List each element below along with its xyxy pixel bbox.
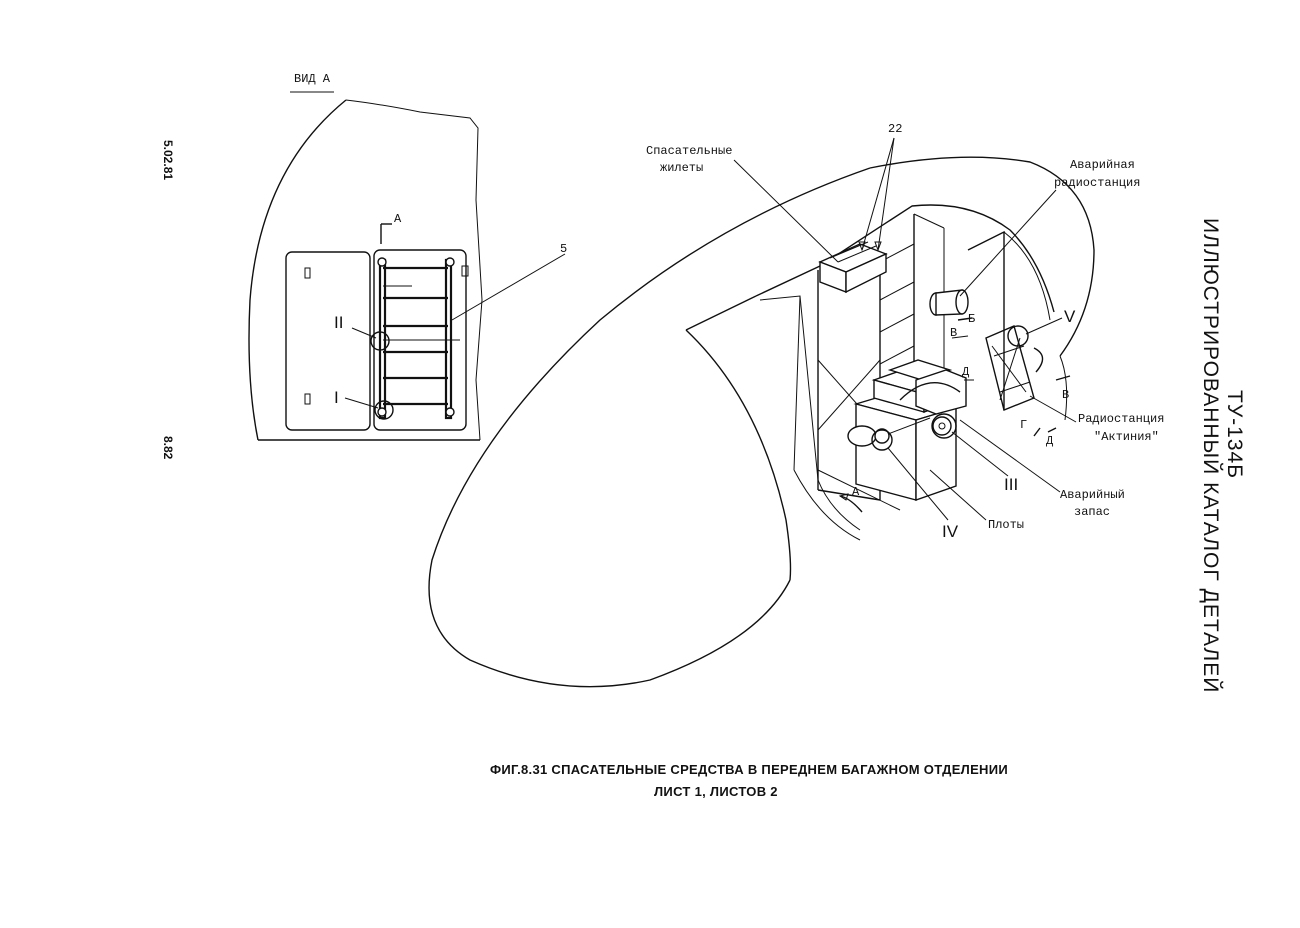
detail-circle-II	[370, 331, 390, 351]
side-catalog-title: ИЛЛЮСТРИРОВАННЫЙ КАТАЛОГ ДЕТАЛЕЙ	[1199, 218, 1223, 693]
vest-box	[818, 241, 888, 294]
callout-III: III	[1004, 475, 1018, 494]
view-a-detail: ВИД А	[248, 72, 567, 441]
mark-V1: В	[950, 326, 957, 340]
mark-V2: В	[1062, 388, 1069, 402]
mark-D2: Д	[1046, 434, 1054, 448]
mark-A: А	[852, 485, 860, 499]
label-radio-aktinia-line1: Радиостанция	[1078, 412, 1164, 426]
callout-22: 22	[888, 122, 902, 136]
label-emergency-radio-line2: радиостанция	[1054, 176, 1140, 190]
callout-II: II	[334, 313, 343, 332]
label-rafts: Плоты	[988, 518, 1024, 532]
label-emergency-supply-line2: запас	[1074, 505, 1110, 519]
vest-rack-frame	[377, 257, 469, 420]
detail-circle-I	[374, 400, 394, 420]
detail-circle-V	[1007, 325, 1029, 347]
mark-G: Г	[1020, 418, 1027, 432]
radio-aktinia	[985, 325, 1044, 411]
callout-I: I	[334, 388, 339, 407]
figure-caption-line2: ЛИСТ 1, ЛИСТОВ 2	[654, 784, 778, 799]
callout-IV: IV	[942, 522, 959, 541]
mark-D1: Д	[962, 365, 970, 379]
label-emergency-radio-line1: Аварийная	[1070, 158, 1135, 172]
side-model-title: ТУ-134Б	[1223, 390, 1246, 479]
callout-V: V	[1064, 307, 1076, 326]
mark-B: Б	[968, 312, 975, 326]
view-a-section-mark: А	[394, 212, 402, 226]
margin-page-number: 8.82	[161, 436, 175, 460]
detail-circle-III	[931, 413, 957, 439]
section-marks: А Б В Д В Г Д	[838, 312, 1071, 513]
margin-date: 5.02.81	[161, 140, 175, 180]
label-vests-line1: Спасательные	[646, 144, 732, 158]
detail-circle-IV	[871, 429, 893, 451]
emergency-radio	[929, 289, 969, 316]
view-a-title: ВИД А	[294, 72, 331, 86]
figure-caption-line1: ФИГ.8.31 СПАСАТЕЛЬНЫЕ СРЕДСТВА В ПЕРЕДНЕ…	[490, 762, 1008, 777]
label-emergency-supply-line1: Аварийный	[1060, 488, 1125, 502]
label-radio-aktinia-line2: "Актиния"	[1094, 430, 1159, 444]
label-vests-line2: жилеты	[660, 161, 703, 175]
callout-5: 5	[560, 242, 567, 256]
forward-baggage-compartment-view: 22 Спасательные жилеты Аварийная радиост…	[428, 122, 1164, 688]
emergency-supply-pack	[915, 369, 967, 436]
